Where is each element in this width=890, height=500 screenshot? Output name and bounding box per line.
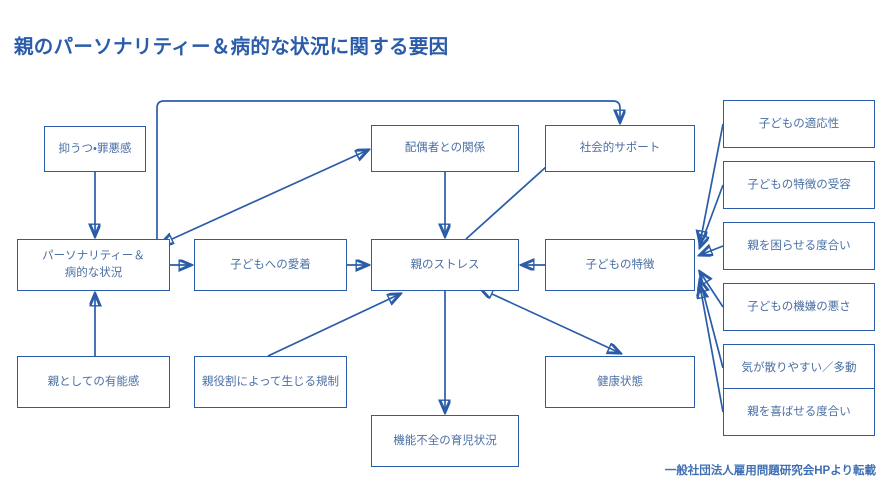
edge-role-restriction-to-stress (267, 294, 400, 357)
node-label: 子どもの機嫌の悪さ (747, 300, 851, 313)
node-dysfunction[interactable]: 機能不全の育児状況 (371, 415, 519, 467)
node-competence[interactable]: 親としての有能感 (17, 356, 170, 408)
edge-personality-to-social-support (156, 100, 620, 239)
node-label: 社会的サポート (579, 142, 661, 155)
node-distractibility[interactable]: 気が散りやすい／多動 (723, 344, 875, 392)
node-reinforcement[interactable]: 親を喜ばせる度合い (723, 388, 875, 436)
node-label: 子どもの特徴の受容 (747, 178, 851, 191)
node-parent-stress[interactable]: 親のストレス (371, 239, 519, 291)
node-label: 機能不全の育児状況 (393, 434, 497, 447)
edge-reinforcement-to-child-traits (700, 286, 724, 413)
node-social-support[interactable]: 社会的サポート (545, 125, 695, 172)
node-label: 気が散りやすい／多動 (741, 361, 857, 374)
node-depression[interactable]: 抑うつ・罪悪感 (44, 126, 146, 172)
node-health[interactable]: 健康状態 (545, 356, 695, 408)
node-label: 親としての有能感 (47, 375, 140, 388)
node-label: パーソナリティー＆ 病的な状況 (42, 250, 145, 279)
node-label: 子どもの特徴 (585, 258, 655, 271)
edge-parent-stress-to-health (492, 294, 620, 353)
node-attachment[interactable]: 子どもへの愛着 (194, 239, 347, 291)
node-label: 親のストレス (410, 258, 480, 271)
node-label: 子どもへの愛着 (230, 258, 311, 271)
node-label: 配偶者との関係 (404, 142, 486, 155)
node-label: 親を喜ばせる度合い (747, 405, 851, 418)
edge-demandingness-to-child-traits (700, 246, 724, 255)
node-label: 親役割によって生じる規制 (201, 375, 340, 388)
node-acceptance[interactable]: 子どもの特徴の受容 (723, 161, 875, 209)
node-demandingness[interactable]: 親を困らせる度合い (723, 222, 875, 270)
node-label: 健康状態 (597, 375, 643, 388)
node-adaptability[interactable]: 子どもの適応性 (723, 100, 875, 148)
edge-acceptance-to-child-traits (700, 184, 724, 247)
node-role-restriction[interactable]: 親役割によって生じる規制 (194, 356, 347, 408)
node-personality[interactable]: パーソナリティー＆ 病的な状況 (17, 239, 170, 291)
edge-distractibility-to-child-traits (700, 280, 724, 369)
node-child-traits[interactable]: 子どもの特徴 (545, 239, 695, 291)
node-mood[interactable]: 子どもの機嫌の悪さ (723, 283, 875, 331)
edge-adaptability-to-child-traits (700, 123, 724, 243)
page-title: 親のパーソナリティー＆病的な状況に関する要因 (14, 36, 449, 58)
node-label: 子どもの適応性 (758, 117, 840, 130)
node-spouse[interactable]: 配偶者との関係 (371, 125, 519, 172)
edge-personality-to-spouse (172, 150, 368, 239)
node-label: 親を困らせる度合い (747, 239, 851, 252)
node-label: 抑うつ・罪悪感 (58, 142, 132, 155)
source-credit: 一般社団法人雇用問題研究会HPより転載 (664, 465, 876, 477)
